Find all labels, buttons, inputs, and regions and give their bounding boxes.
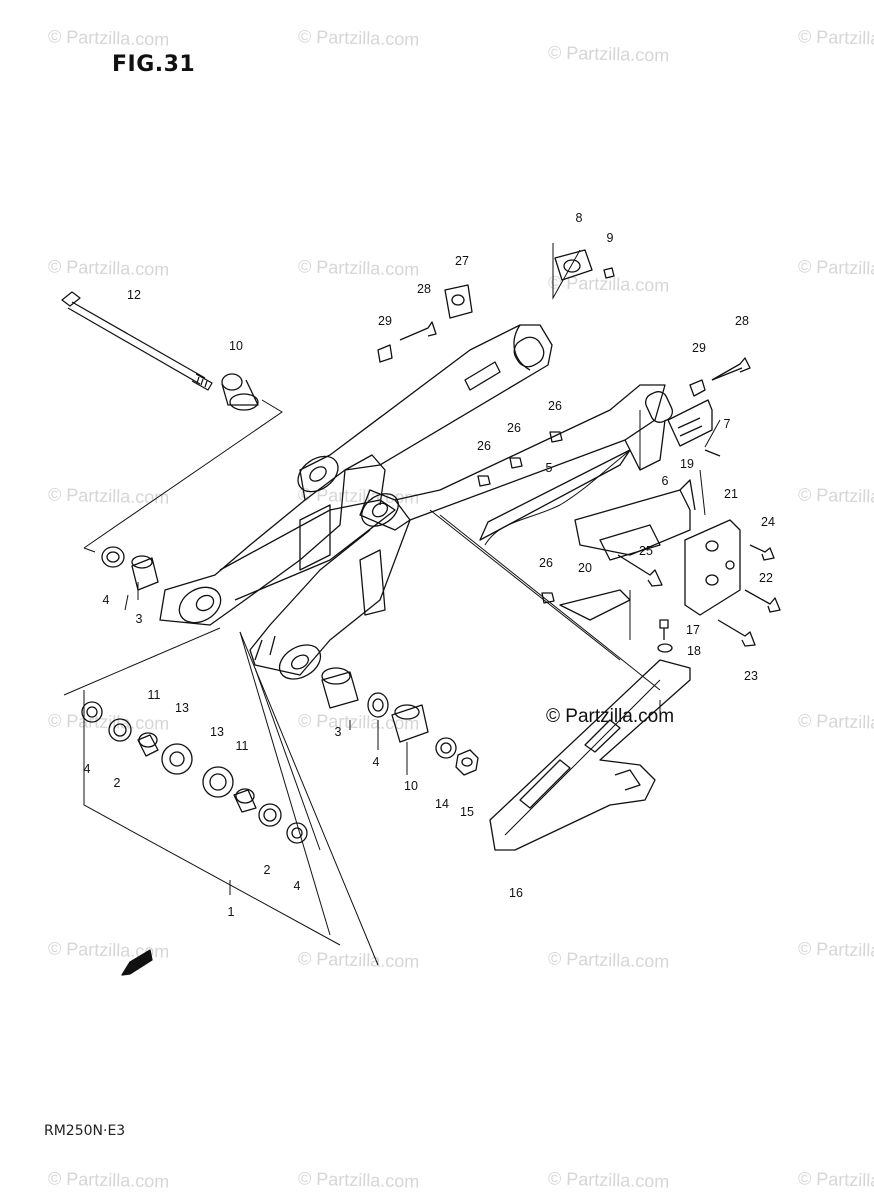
- callout-number: 4: [293, 878, 301, 893]
- pivot-spacer-upper: [221, 373, 259, 411]
- figure-title: FIG.31: [112, 52, 196, 77]
- swingarm-right-arm: [394, 384, 666, 521]
- callout-number: 28: [417, 281, 431, 296]
- fwd-arrow-icon: [121, 949, 153, 976]
- callout-number: 27: [455, 253, 469, 268]
- swingarm-left-lower-arm: [159, 469, 346, 626]
- callout-number: 13: [210, 724, 224, 739]
- callout-number: 6: [661, 473, 669, 488]
- callout-number: 14: [435, 796, 449, 811]
- callout-number: 10: [404, 778, 418, 793]
- nuts: [477, 431, 563, 604]
- callout-number: 3: [135, 611, 143, 626]
- chain-guide-bolts: [617, 544, 781, 653]
- callout-number: 17: [686, 622, 700, 637]
- callout-number: 4: [372, 754, 380, 769]
- callout-number: 19: [680, 456, 694, 471]
- callout-number: 22: [759, 570, 773, 585]
- leader-lines: [63, 243, 721, 966]
- callout-number: 23: [744, 668, 758, 683]
- callout-number: 2: [113, 775, 121, 790]
- callout-number: 9: [606, 230, 614, 245]
- callout-number: 13: [175, 700, 189, 715]
- callout-number: 26: [539, 555, 553, 570]
- callout-number: 5: [545, 460, 553, 475]
- callout-number: 15: [460, 804, 474, 819]
- callout-number: 11: [147, 687, 161, 702]
- model-code: RM250N·E3: [44, 1123, 126, 1139]
- chain-adjuster: [667, 357, 751, 457]
- callout-number: 29: [378, 313, 392, 328]
- copyright-notice: © Partzilla.com: [546, 706, 675, 727]
- callout-number: 4: [83, 761, 91, 776]
- left-bearing-set: [101, 546, 159, 591]
- callout-number: 2: [263, 862, 271, 877]
- chain-slider: [489, 659, 691, 851]
- callout-number: 1: [227, 904, 235, 919]
- callout-number: 16: [509, 885, 523, 900]
- callout-number: 26: [507, 420, 521, 435]
- callout-number: 8: [575, 210, 583, 225]
- callout-number: 18: [687, 643, 701, 658]
- swingarm-cross-member: [219, 499, 396, 601]
- callout-number: 11: [235, 738, 249, 753]
- callout-number: 3: [334, 724, 342, 739]
- callout-number: 28: [735, 313, 749, 328]
- pivot-bolt: [61, 291, 213, 391]
- callout-number: 12: [127, 287, 141, 302]
- callout-number: 26: [548, 398, 562, 413]
- callout-number: 24: [761, 514, 775, 529]
- right-pivot-parts: [321, 667, 479, 776]
- callout-number: 29: [692, 340, 706, 355]
- callout-number: 10: [229, 338, 243, 353]
- upper-small-parts: [377, 249, 615, 363]
- callout-number: 4: [102, 592, 110, 607]
- callout-number: 20: [578, 560, 592, 575]
- callout-number: 21: [724, 486, 738, 501]
- callout-number: 7: [723, 416, 731, 431]
- callout-number: 26: [477, 438, 491, 453]
- callout-number: 25: [639, 543, 653, 558]
